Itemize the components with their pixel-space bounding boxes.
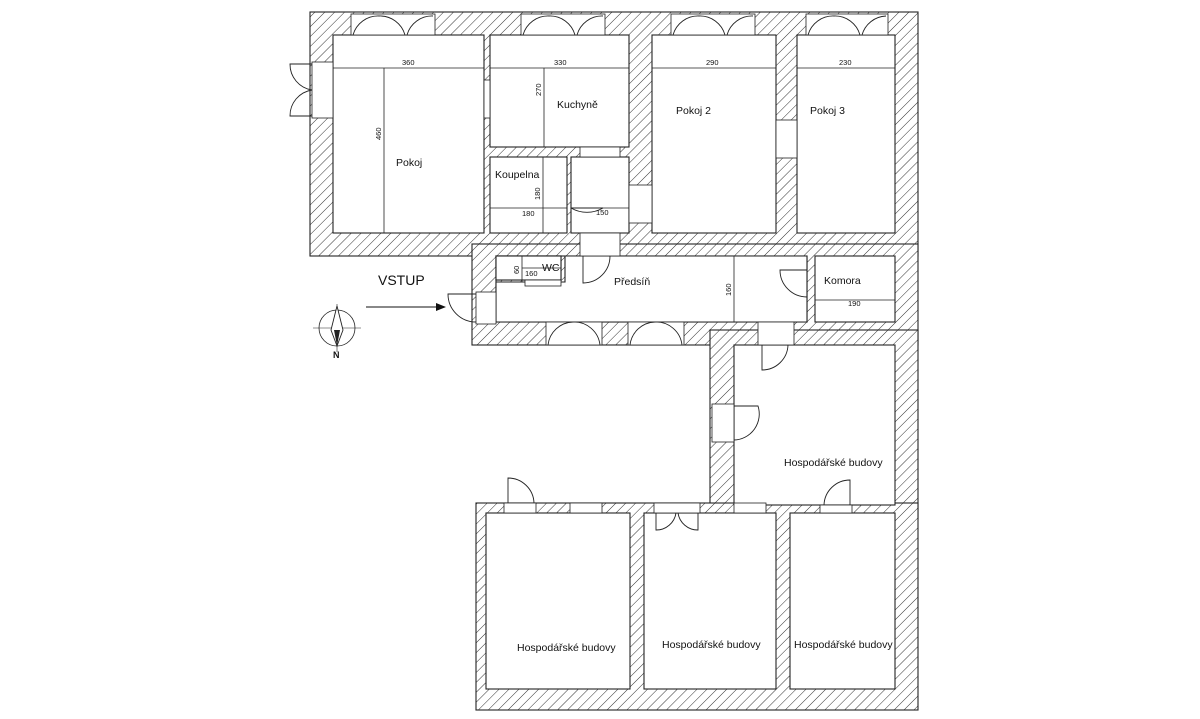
label-pokoj2: Pokoj 2 xyxy=(676,105,711,117)
north-label: N xyxy=(333,350,340,360)
dim-komora-width: 190 xyxy=(848,299,861,308)
dim-pokoj2-width: 290 xyxy=(706,58,719,67)
dim-pokoj3-width: 230 xyxy=(839,58,852,67)
label-hosp4: Hospodářské budovy xyxy=(794,639,893,651)
dim-hall-small-width: 150 xyxy=(596,208,609,217)
dim-wc-height: 60 xyxy=(512,266,521,274)
windows xyxy=(289,13,889,287)
dimension-labels: 360 330 290 230 460 270 180 180 150 60 1… xyxy=(374,58,861,308)
room-koupelna xyxy=(489,156,568,234)
label-komora: Komora xyxy=(824,275,861,287)
label-pokoj3: Pokoj 3 xyxy=(810,105,845,117)
label-koupelna: Koupelna xyxy=(495,169,540,181)
label-wc: WC xyxy=(542,262,560,274)
room-labels: Pokoj Kuchyně Pokoj 2 Pokoj 3 Koupelna W… xyxy=(396,99,893,654)
label-hosp1: Hospodářské budovy xyxy=(784,457,883,469)
dim-pokoj-width: 360 xyxy=(402,58,415,67)
room-hosp3 xyxy=(643,512,777,690)
rooms xyxy=(332,34,896,690)
label-pokoj: Pokoj xyxy=(396,157,422,169)
dim-predsin-height: 160 xyxy=(724,283,733,296)
entrance-arrow-head xyxy=(436,303,446,311)
dimension-lines xyxy=(333,67,895,322)
dim-wc-width: 160 xyxy=(525,269,538,278)
label-predsin: Předsíň xyxy=(614,276,650,288)
dim-kuchyne-height: 270 xyxy=(534,83,543,96)
room-hosp4 xyxy=(789,512,896,690)
label-hosp2: Hospodářské budovy xyxy=(517,642,616,654)
room-kuchyne xyxy=(489,34,630,148)
room-hall-small xyxy=(570,156,630,234)
entrance-marker: VSTUP xyxy=(366,272,446,311)
dim-koupelna-height: 180 xyxy=(533,187,542,200)
dim-pokoj-height: 460 xyxy=(374,127,383,140)
room-hosp2 xyxy=(485,512,631,690)
room-hosp1 xyxy=(733,344,896,506)
label-kuchyne: Kuchyně xyxy=(557,99,598,111)
dim-koupelna-width: 180 xyxy=(522,209,535,218)
doors xyxy=(447,176,853,531)
label-hosp3: Hospodářské budovy xyxy=(662,639,761,651)
north-arrow-icon: N xyxy=(313,304,361,360)
dim-kuchyne-width: 330 xyxy=(554,58,567,67)
entrance-label: VSTUP xyxy=(378,272,425,288)
room-komora xyxy=(814,255,896,323)
